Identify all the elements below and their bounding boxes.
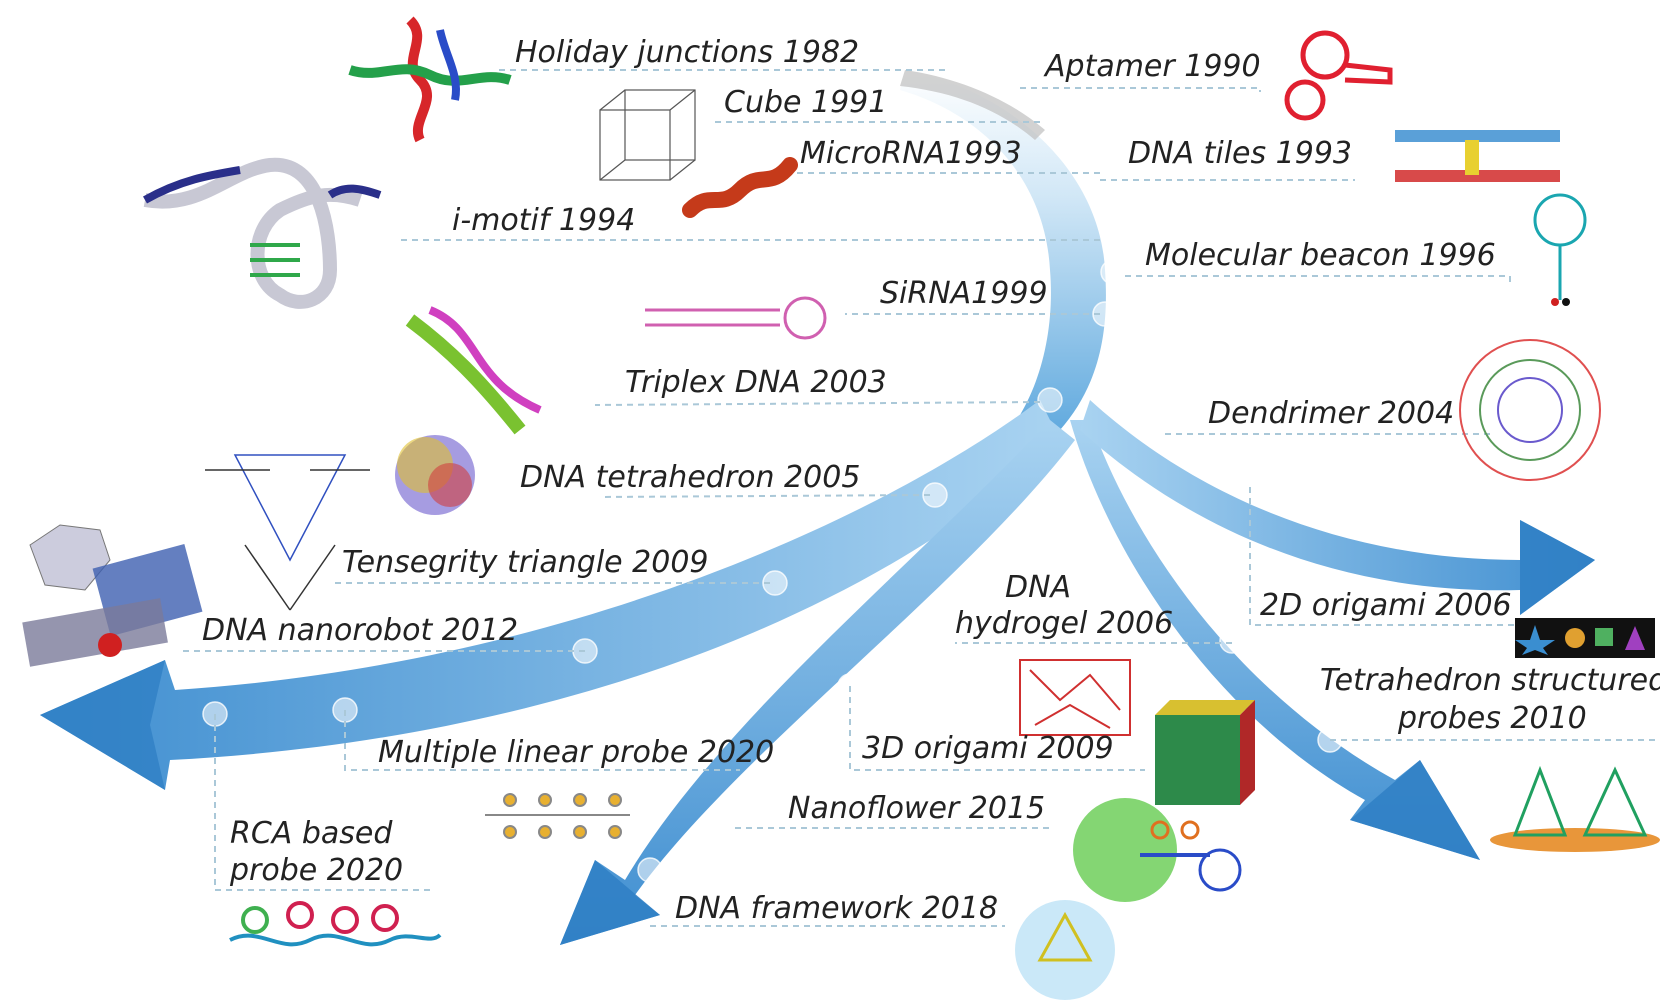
label-aptamer: Aptamer 1990 bbox=[1043, 49, 1261, 84]
label-nanoflower: Nanoflower 2015 bbox=[788, 791, 1045, 826]
label-dna-nanorobot: DNA nanorobot 2012 bbox=[202, 613, 518, 648]
label-origami-3d: 3D origami 2009 bbox=[862, 731, 1114, 766]
arrow-branch-left bbox=[40, 400, 1060, 790]
nanoflower-image bbox=[1073, 798, 1242, 902]
microrna-image bbox=[682, 157, 798, 218]
arrow-branch-downleft bbox=[560, 420, 1075, 945]
dna-tetrahedron-image bbox=[395, 435, 475, 515]
holiday-junction-image bbox=[348, 16, 512, 143]
dna-tiles-image bbox=[1395, 130, 1560, 182]
arrow-head-left bbox=[40, 660, 165, 790]
origami-3d-image bbox=[1155, 700, 1255, 805]
dendrimer-image bbox=[1459, 339, 1601, 481]
label-molecular-beacon: Molecular beacon 1996 bbox=[1145, 238, 1496, 273]
label-dna-tiles: DNA tiles 1993 bbox=[1128, 136, 1352, 171]
arrow-head-right bbox=[1520, 520, 1595, 615]
sirna-image bbox=[645, 296, 827, 340]
label-microrna: MicroRNA1993 bbox=[800, 136, 1022, 171]
label-multiple-linear-probe: Multiple linear probe 2020 bbox=[378, 735, 774, 770]
label-rca-probe-line2: probe 2020 bbox=[229, 853, 403, 888]
leader-lines bbox=[180, 69, 1655, 927]
arrow-head-downleft bbox=[560, 860, 660, 945]
molecular-beacon-image bbox=[1533, 193, 1587, 306]
arrow-head-downright bbox=[1350, 760, 1480, 860]
aptamer-image bbox=[1284, 30, 1393, 121]
label-dna-hydrogel-line2: hydrogel 2006 bbox=[955, 606, 1173, 641]
timeline-trunk bbox=[900, 70, 1106, 430]
label-tensegrity-triangle: Tensegrity triangle 2009 bbox=[342, 545, 709, 580]
label-dna-framework: DNA framework 2018 bbox=[675, 891, 998, 926]
label-tetrahedron-probes-line1: Tetrahedron structured bbox=[1320, 663, 1660, 698]
tetrahedron-probes-image bbox=[1490, 765, 1660, 852]
label-sirna: SiRNA1999 bbox=[880, 276, 1048, 311]
label-origami-2d: 2D origami 2006 bbox=[1260, 588, 1512, 623]
cube-image bbox=[599, 89, 696, 181]
label-cube: Cube 1991 bbox=[724, 85, 887, 120]
i-motif-image bbox=[143, 157, 382, 309]
tensegrity-triangle-image bbox=[205, 454, 370, 611]
multiple-linear-probe-image bbox=[485, 793, 630, 839]
rca-probe-image bbox=[229, 901, 442, 947]
timeline-trunk-shadow bbox=[900, 70, 1045, 140]
label-rca-probe-line1: RCA based bbox=[230, 816, 393, 851]
label-dendrimer: Dendrimer 2004 bbox=[1208, 396, 1454, 431]
label-dna-hydrogel-line1: DNA bbox=[1005, 570, 1071, 605]
label-holiday-junctions: Holiday junctions 1982 bbox=[515, 35, 859, 70]
origami-2d-image bbox=[1515, 618, 1655, 658]
label-tetrahedron-probes-line2: probes 2010 bbox=[1397, 701, 1587, 736]
dna-hydrogel-image bbox=[1019, 659, 1131, 736]
arrow-branch-right bbox=[1080, 400, 1595, 615]
label-dna-tetrahedron: DNA tetrahedron 2005 bbox=[520, 460, 860, 495]
dna-nanorobot-image bbox=[22, 524, 203, 667]
triplex-dna-image bbox=[405, 306, 542, 435]
label-i-motif: i-motif 1994 bbox=[452, 203, 635, 238]
label-triplex-dna: Triplex DNA 2003 bbox=[625, 365, 887, 400]
dna-framework-image bbox=[1015, 900, 1115, 1000]
